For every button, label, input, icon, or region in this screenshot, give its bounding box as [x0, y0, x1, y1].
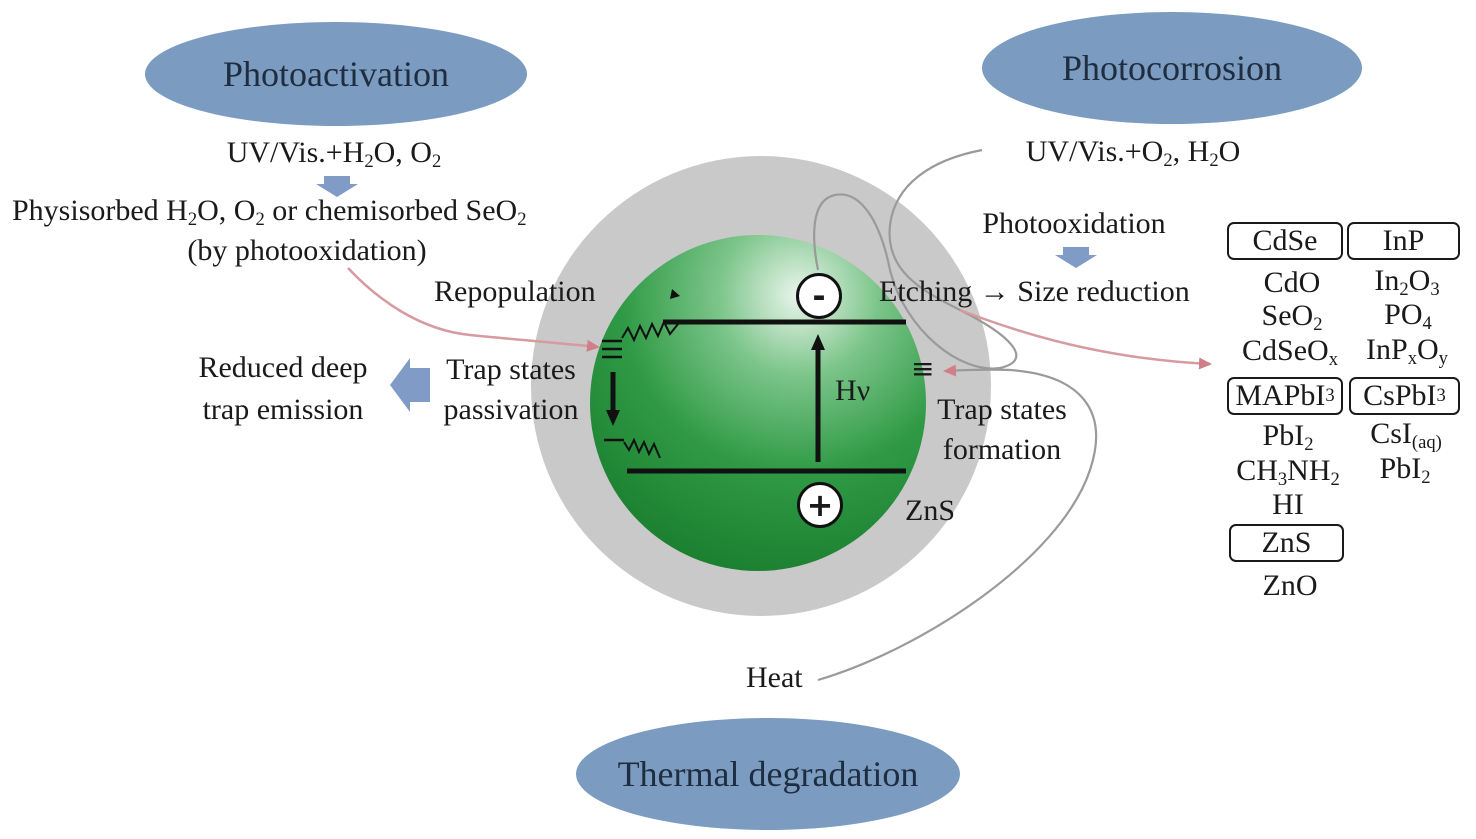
curve-etching	[959, 308, 1212, 370]
reduced-deep-line1: Reduced deep	[198, 351, 368, 384]
photoactivation-label: Photoactivation	[223, 54, 449, 94]
electron-minus-icon: -	[796, 273, 842, 319]
hv-label: Hν	[835, 374, 871, 407]
left-arrow-reduced	[390, 358, 430, 412]
repopulation-zigzag	[621, 319, 679, 343]
curve-heat	[817, 364, 1098, 682]
photooxidation-label: Photooxidation	[982, 207, 1166, 240]
cdse-box: CdSe	[1227, 222, 1343, 260]
cspbi-product-2: PbI2	[1379, 452, 1431, 489]
uv-vis-water-oxygen: UV/Vis.+H2O, O2	[226, 136, 442, 173]
zns-box: ZnS	[1229, 524, 1344, 562]
mapbi-product-3: HI	[1272, 488, 1304, 521]
inp-box: InP	[1347, 222, 1460, 260]
trap-lines-left	[602, 339, 624, 442]
mapbi-product-2: CH3NH2	[1236, 454, 1340, 491]
down-arrow-left	[316, 176, 358, 197]
reduced-deep-line2: trap emission	[202, 393, 364, 426]
trap-passivation-line2: passivation	[443, 393, 579, 426]
cdse-product-1: CdO	[1263, 266, 1321, 299]
by-photooxidation-text: (by photooxidation)	[187, 234, 427, 267]
cdse-product-3: CdSeOx	[1242, 334, 1338, 371]
trap-formation-line1: Trap states	[937, 393, 1067, 426]
thermal-degradation-ellipse: Thermal degradation	[576, 718, 960, 830]
uv-vis-oxygen-water: UV/Vis.+O2, H2O	[1025, 135, 1241, 172]
repopulation-arrowhead	[670, 289, 680, 299]
lower-zigzag	[623, 437, 661, 459]
down-arrow-right	[1055, 247, 1097, 268]
cspbi-product-1: CsI(aq)	[1370, 417, 1442, 454]
trap-symbol: ≡	[911, 352, 935, 385]
inp-product-3: InPxOy	[1366, 333, 1448, 370]
photoactivation-ellipse: Photoactivation	[145, 22, 527, 126]
etching-size-reduction: Etching → Size reduction	[879, 275, 1190, 308]
curve-photoactivation	[347, 267, 600, 352]
zns-shell-label: ZnS	[905, 494, 956, 527]
trap-passivation-line1: Trap states	[446, 353, 576, 386]
photocorrosion-label: Photocorrosion	[1062, 48, 1282, 88]
mapbi-product-1: PbI2	[1262, 419, 1314, 456]
thermal-degradation-label: Thermal degradation	[617, 754, 919, 794]
inp-product-1: In2O3	[1374, 264, 1440, 301]
zns-product-1: ZnO	[1262, 569, 1318, 602]
photocorrosion-ellipse: Photocorrosion	[982, 12, 1362, 124]
physisorbed-text: Physisorbed H2O, O2 or chemisorbed SeO2	[12, 194, 527, 231]
trap-formation-line2: formation	[942, 433, 1062, 466]
heat-label: Heat	[746, 661, 803, 694]
cdse-product-2: SeO2	[1261, 299, 1323, 336]
curve-photocorrosion-loop	[813, 148, 1018, 370]
hole-plus-icon: +	[797, 482, 843, 528]
quantum-dot-core	[590, 235, 926, 571]
repopulation-label: Repopulation	[434, 275, 596, 308]
inp-product-2: PO4	[1384, 298, 1432, 335]
